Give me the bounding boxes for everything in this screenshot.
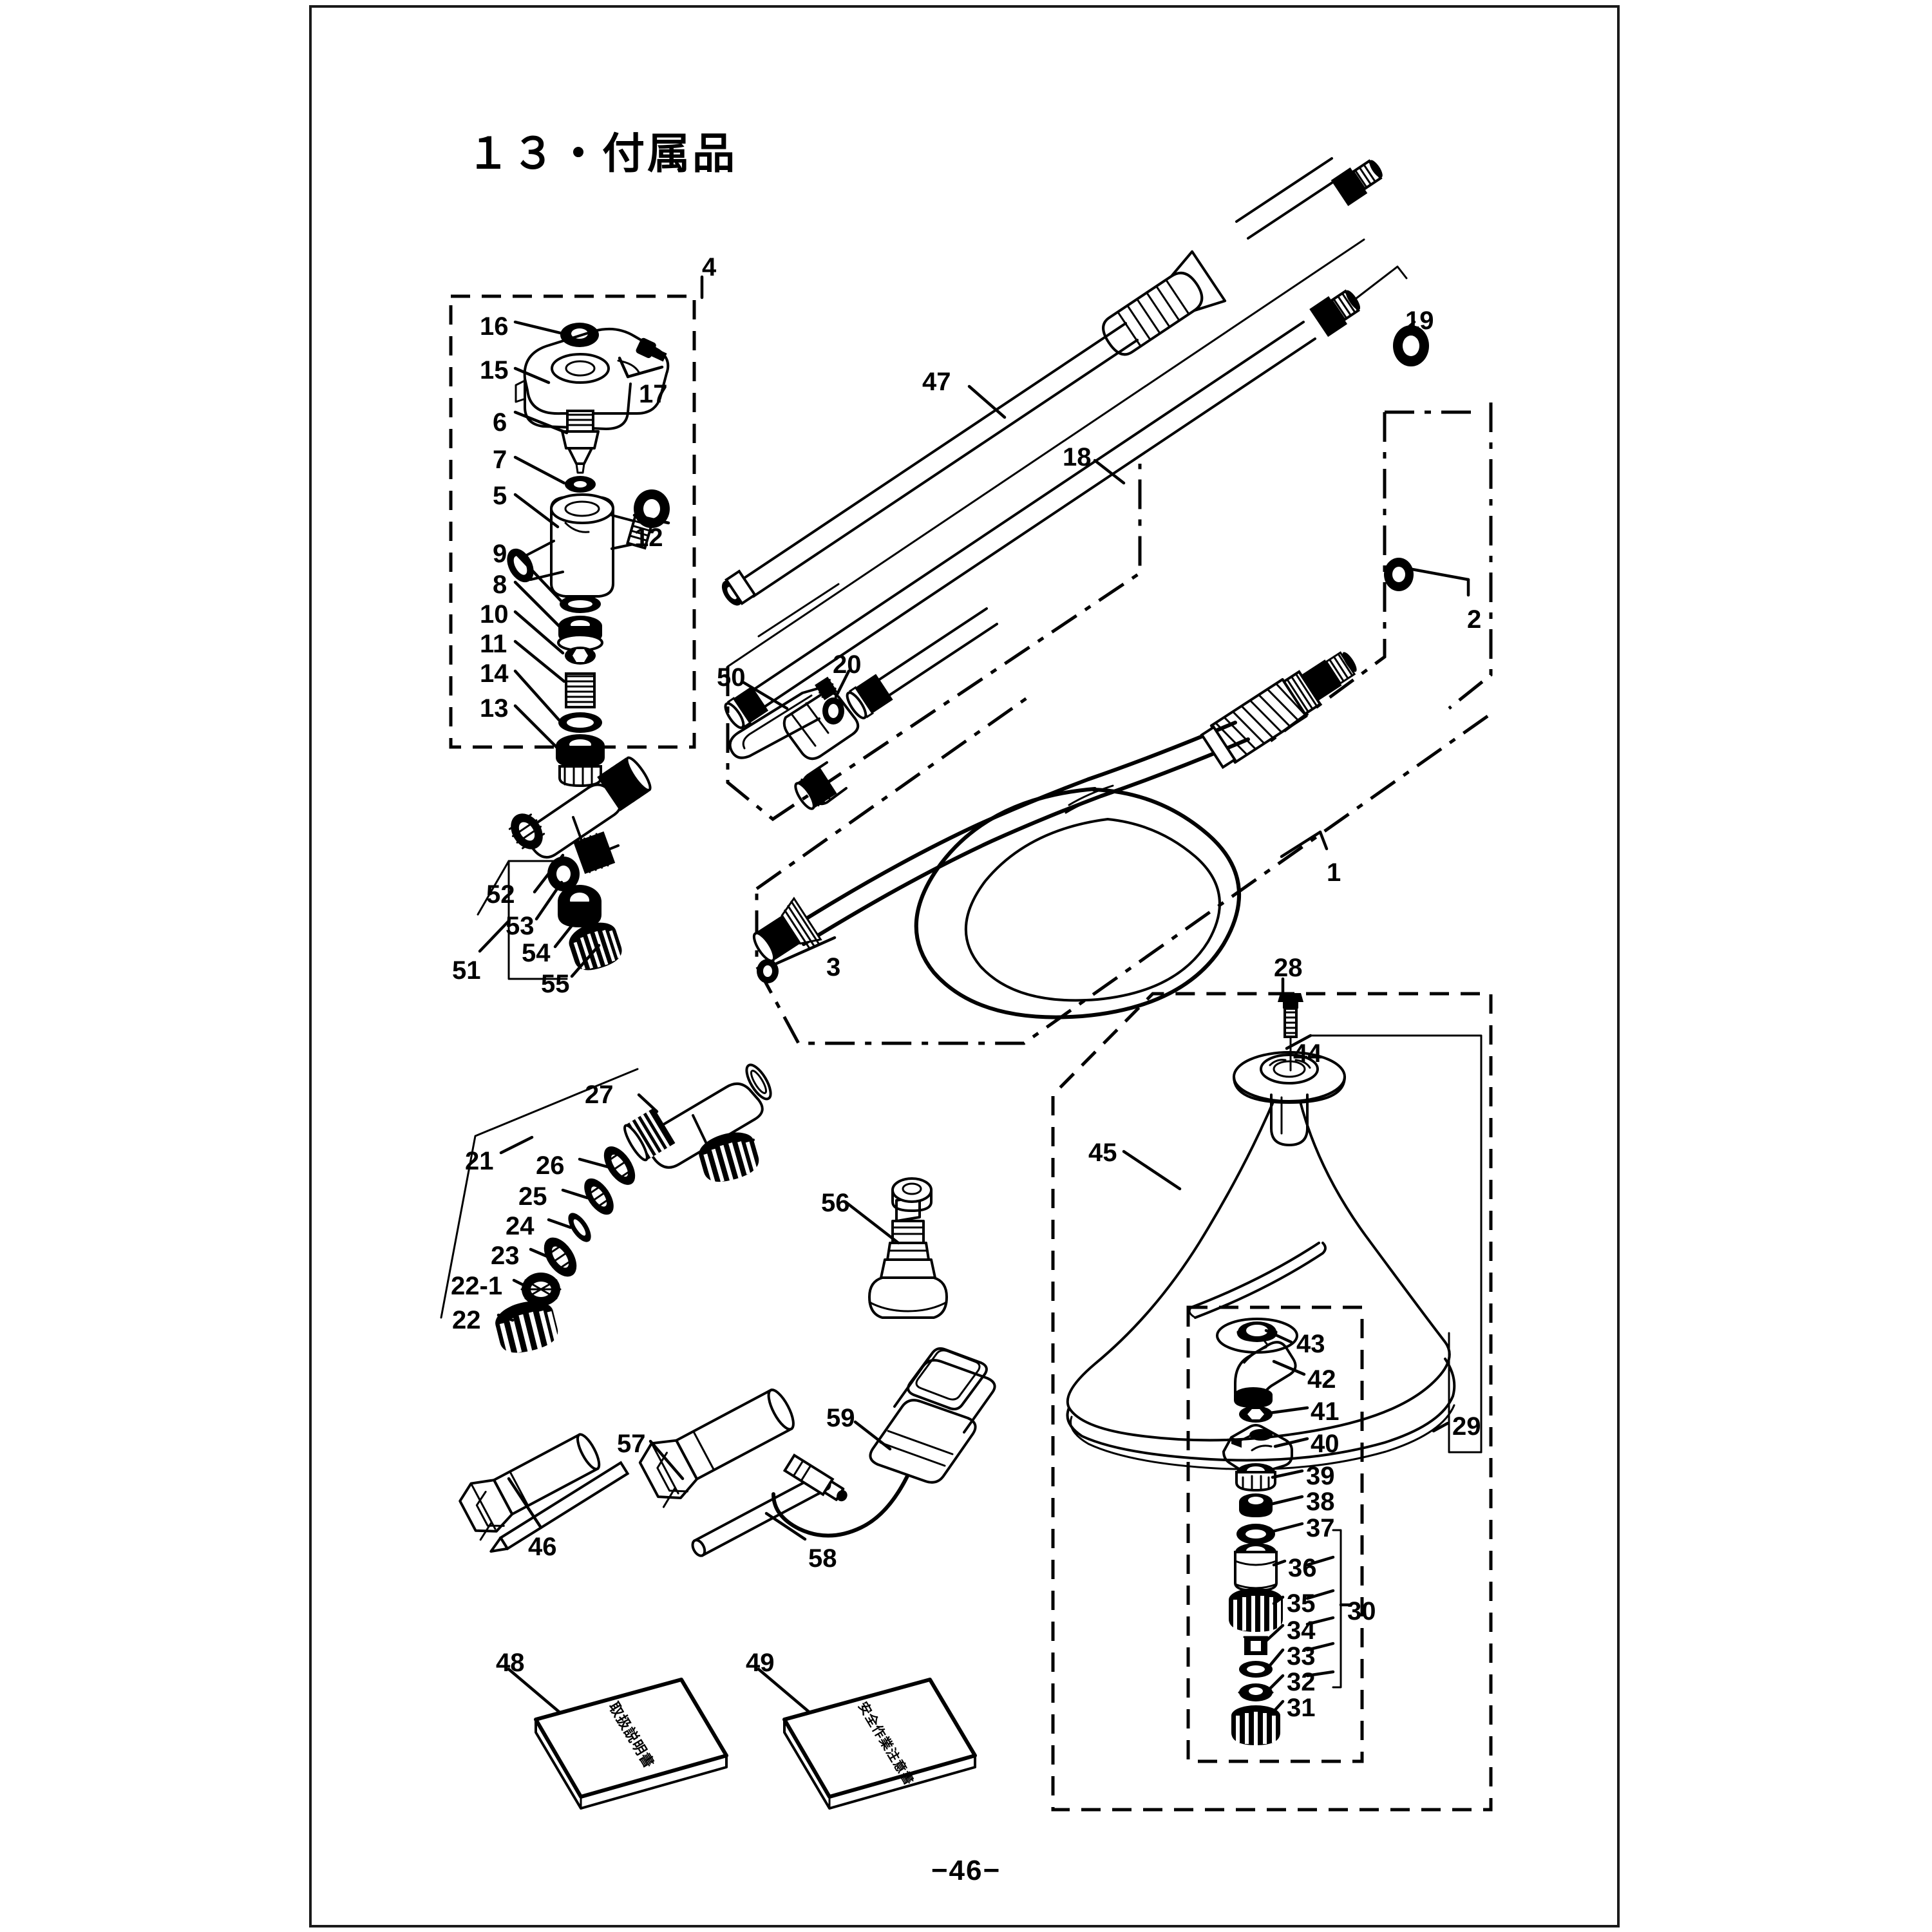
- callout-label-34: 34: [1287, 1616, 1316, 1645]
- page-footer-number: −46−: [931, 1855, 1001, 1886]
- callout-label-30: 30: [1347, 1597, 1376, 1625]
- callout-label-5: 5: [493, 482, 507, 510]
- callout-label-12: 12: [634, 524, 663, 552]
- callout-label-17: 17: [639, 380, 668, 408]
- callout-label-50: 50: [717, 663, 746, 692]
- callout-label-32: 32: [1287, 1668, 1316, 1696]
- callout-label-46: 46: [528, 1533, 557, 1561]
- callout-label-1: 1: [1327, 858, 1341, 887]
- callout-label-56: 56: [821, 1189, 850, 1217]
- callout-label-7: 7: [493, 446, 507, 474]
- callout-label-39: 39: [1306, 1462, 1335, 1490]
- callout-label-35: 35: [1287, 1589, 1316, 1618]
- callout-label-16: 16: [480, 312, 509, 341]
- callout-label-11: 11: [480, 630, 507, 658]
- callout-label-6: 6: [493, 408, 507, 437]
- callout-label-40: 40: [1311, 1430, 1340, 1458]
- callout-label-22-1: 22-1: [451, 1272, 503, 1300]
- callout-label-43: 43: [1296, 1330, 1325, 1358]
- callout-label-38: 38: [1306, 1488, 1335, 1516]
- callout-label-52: 52: [486, 880, 515, 909]
- callout-label-41: 41: [1311, 1397, 1340, 1426]
- page-title: １３・付属品: [467, 129, 737, 177]
- callout-label-24: 24: [506, 1212, 535, 1240]
- page-border-frame: [309, 5, 1620, 1927]
- callout-label-13: 13: [480, 694, 509, 723]
- callout-label-2: 2: [1467, 605, 1482, 634]
- callout-label-59: 59: [826, 1404, 855, 1432]
- callout-label-54: 54: [522, 939, 551, 967]
- callout-label-36: 36: [1288, 1554, 1317, 1582]
- callout-label-19: 19: [1405, 307, 1434, 335]
- callout-label-15: 15: [480, 356, 509, 384]
- callout-label-20: 20: [833, 650, 862, 679]
- callout-label-22: 22: [452, 1306, 481, 1334]
- callout-label-28: 28: [1274, 954, 1303, 982]
- callout-label-33: 33: [1287, 1642, 1316, 1671]
- callout-label-21: 21: [465, 1147, 494, 1175]
- callout-label-4: 4: [702, 253, 717, 281]
- callout-label-58: 58: [808, 1544, 837, 1573]
- callout-label-42: 42: [1307, 1365, 1336, 1394]
- callout-label-10: 10: [480, 600, 509, 629]
- callout-label-14: 14: [480, 659, 509, 688]
- callout-label-53: 53: [506, 912, 535, 940]
- callout-label-45: 45: [1088, 1139, 1117, 1167]
- callout-label-49: 49: [746, 1649, 775, 1677]
- callout-label-25: 25: [518, 1182, 547, 1211]
- callout-label-47: 47: [922, 368, 951, 396]
- callout-label-27: 27: [585, 1081, 614, 1109]
- callout-label-3: 3: [826, 953, 841, 981]
- callout-label-29: 29: [1452, 1412, 1481, 1441]
- callout-label-26: 26: [536, 1151, 565, 1180]
- callout-label-55: 55: [541, 970, 570, 998]
- callout-label-18: 18: [1063, 443, 1092, 471]
- callout-label-23: 23: [491, 1242, 520, 1270]
- callout-label-48: 48: [496, 1649, 525, 1677]
- callout-label-51: 51: [452, 956, 481, 985]
- callout-label-57: 57: [617, 1430, 646, 1458]
- callout-label-37: 37: [1306, 1514, 1335, 1542]
- callout-label-9: 9: [493, 540, 507, 568]
- callout-label-44: 44: [1293, 1039, 1322, 1068]
- callout-label-8: 8: [493, 571, 507, 599]
- callout-label-31: 31: [1287, 1694, 1316, 1722]
